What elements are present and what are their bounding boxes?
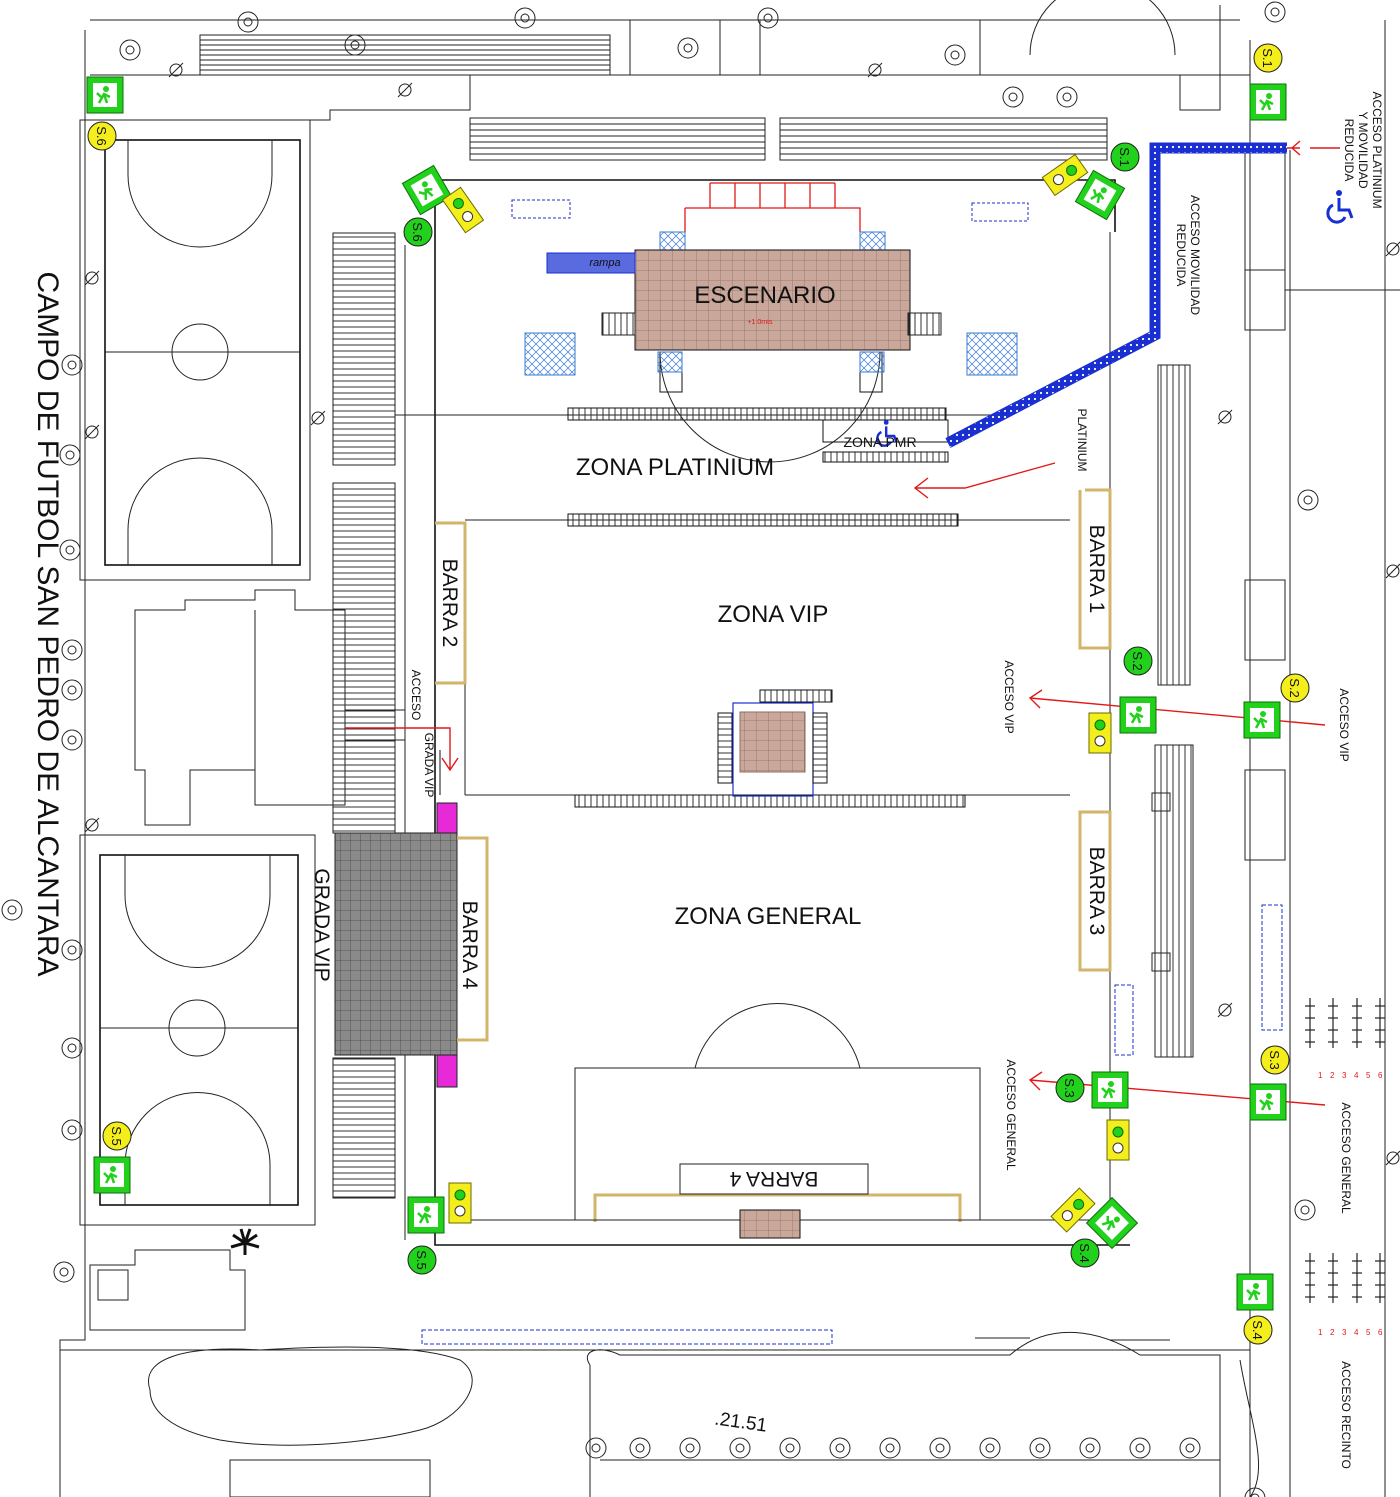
svg-text:3: 3 [1342,1071,1347,1080]
zone-platinium-label: ZONA PLATINIUM [576,454,774,481]
svg-text:REDUCIDA: REDUCIDA [1342,119,1356,182]
svg-text:ACCESO PLATINIUM: ACCESO PLATINIUM [1370,91,1384,208]
svg-text:1: 1 [1318,1328,1323,1337]
stage-area [511,182,1029,463]
access-general-inner-label: ACCESO GENERAL [1004,1059,1018,1171]
stage-label: ESCENARIO [694,282,835,309]
access-vip-inner-label: ACCESO VIP [1002,660,1016,733]
exit-badge-s5-outer: S.5 [102,1121,132,1151]
svg-text:5: 5 [1366,1328,1371,1337]
elevation-label: .21.51 [713,1408,768,1436]
surroundings [59,0,1400,1497]
access-recinto-label: ACCESO RECINTO [1339,1361,1353,1469]
svg-text:ACCESO MOVILIDAD: ACCESO MOVILIDAD [1188,195,1202,315]
exit-badge-s4-outer: S.4 [1243,1315,1273,1345]
svg-text:S.2: S.2 [1130,651,1145,671]
map-title: CAMPO DE FUTBOL SAN PEDRO DE ALCANTARA [31,271,64,976]
svg-text:2: 2 [1330,1071,1335,1080]
access-platinium-label: PLATINIUM [1075,408,1089,471]
exit-badge-s2-inner: S.2 [1123,646,1153,676]
svg-text:2: 2 [1330,1328,1335,1337]
svg-text:S.5: S.5 [414,1250,429,1270]
svg-text:REDUCIDA: REDUCIDA [1174,224,1188,287]
access-platinium-movilidad-label: ACCESO PLATINIUM Y MOVILIDAD REDUCIDA [1342,91,1384,208]
exit-badge-s6-inner: S.6 [403,217,433,247]
exit-badge-s5-inner: S.5 [407,1245,437,1275]
svg-text:4: 4 [1354,1328,1359,1337]
grada-vip-label: GRADA VIP [310,868,333,981]
svg-text:3: 3 [1342,1328,1347,1337]
svg-text:Y MOVILIDAD: Y MOVILIDAD [1356,111,1370,188]
access-general-outer-label: ACCESO GENERAL [1339,1102,1353,1214]
svg-text:S.1: S.1 [1260,48,1275,68]
svg-text:S.2: S.2 [1287,678,1302,698]
grandstand-steps [332,232,1194,1199]
svg-text:S.3: S.3 [1267,1050,1282,1070]
zone-pmr-label: ZONA PMR [843,434,916,450]
vip-platform [717,689,833,797]
svg-text:S.3: S.3 [1062,1078,1077,1098]
svg-text:1: 1 [1318,1071,1323,1080]
svg-text:6: 6 [1378,1328,1383,1337]
svg-text:S.4: S.4 [1077,1243,1092,1263]
exit-badge-s1-inner: S.1 [1110,142,1140,172]
palm-tree-icon [230,1228,260,1255]
svg-text:4: 4 [1354,1071,1359,1080]
tree-icon [1,1,1319,1497]
access-movilidad-label: ACCESO MOVILIDAD REDUCIDA [1174,195,1202,315]
reduced-mobility-route [945,142,1287,448]
svg-text:S.6: S.6 [410,222,425,242]
barra-2-label: BARRA 2 [438,559,461,648]
bar-counters [435,488,1112,1222]
grada-vip-seating [334,750,458,1088]
zone-vip-label: ZONA VIP [718,601,829,628]
zone-general-label: ZONA GENERAL [675,903,862,930]
svg-text:S.5: S.5 [109,1126,124,1146]
access-grada-vip-label: ACCESO GRADA VIP [409,670,436,798]
crowd-barriers [395,407,1070,808]
bottom-stage-area [421,904,1283,1345]
svg-text:5: 5 [1366,1071,1371,1080]
wheelchair-icon [876,420,898,447]
exit-badge-s2-outer: S.2 [1280,673,1310,703]
barra-1-label: BARRA 1 [1085,525,1108,614]
gate-numbers-lower: 1 2 3 4 5 6 [1318,1328,1383,1337]
svg-text:ACCESO: ACCESO [409,670,423,721]
exit-badge-s3-outer: S.3 [1260,1045,1290,1075]
svg-text:6: 6 [1378,1071,1383,1080]
exit-badge-s1-outer: S.1 [1253,43,1283,73]
ramp-label: rampa [589,257,620,269]
exit-badge-s4-inner: S.4 [1070,1238,1100,1268]
svg-text:S.4: S.4 [1250,1320,1265,1340]
svg-text:S.1: S.1 [1117,147,1132,167]
access-vip-outer-label: ACCESO VIP [1337,688,1351,761]
barra-4-side-label: BARRA 4 [458,901,481,990]
exit-badge-s3-inner: S.3 [1055,1073,1085,1103]
gate-numbers-upper: 1 2 3 4 5 6 [1318,1071,1383,1080]
stage-height-note: +1.0mts [747,319,773,326]
barra-3-label: BARRA 3 [1085,847,1108,936]
svg-text:GRADA VIP: GRADA VIP [422,733,436,798]
barra-4-bottom-label: BARRA 4 [729,1167,818,1190]
wheelchair-icon [1326,190,1354,224]
exit-badge-s6-outer: S.6 [87,121,117,151]
svg-text:S.6: S.6 [94,126,109,146]
